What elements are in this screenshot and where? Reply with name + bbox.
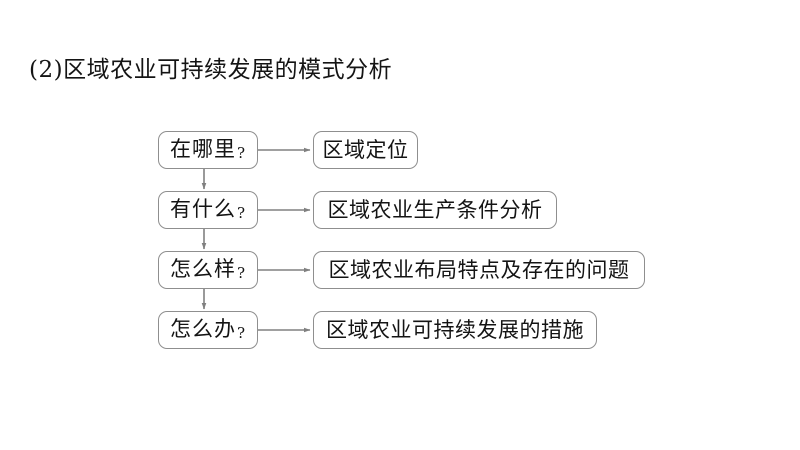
- flow-node-question-4-label: 怎么办?: [169, 317, 247, 342]
- flow-node-answer-2-label: 区域农业生产条件分析: [327, 198, 543, 222]
- flow-node-answer-4[interactable]: 区域农业可持续发展的措施: [313, 311, 597, 349]
- flow-node-answer-1-label: 区域定位: [322, 138, 409, 162]
- horizontal-arrow-group: [258, 147, 311, 333]
- flow-node-question-3[interactable]: 怎么样?: [158, 251, 258, 289]
- flow-node-answer-3-label: 区域农业布局特点及存在的问题: [328, 258, 630, 282]
- flow-node-answer-1[interactable]: 区域定位: [313, 131, 418, 169]
- flow-node-question-2-label: 有什么?: [169, 197, 247, 222]
- flow-node-question-3-label: 怎么样?: [169, 257, 247, 282]
- flow-node-answer-2[interactable]: 区域农业生产条件分析: [313, 191, 557, 229]
- flow-node-question-1[interactable]: 在哪里?: [158, 131, 258, 169]
- flow-node-question-1-label: 在哪里?: [169, 137, 247, 162]
- flow-node-question-4[interactable]: 怎么办?: [158, 311, 258, 349]
- flow-node-answer-4-label: 区域农业可持续发展的措施: [326, 318, 584, 342]
- flow-node-answer-3[interactable]: 区域农业布局特点及存在的问题: [313, 251, 645, 289]
- page-title: (2)区域农业可持续发展的模式分析: [29, 57, 393, 83]
- flow-node-question-2[interactable]: 有什么?: [158, 191, 258, 229]
